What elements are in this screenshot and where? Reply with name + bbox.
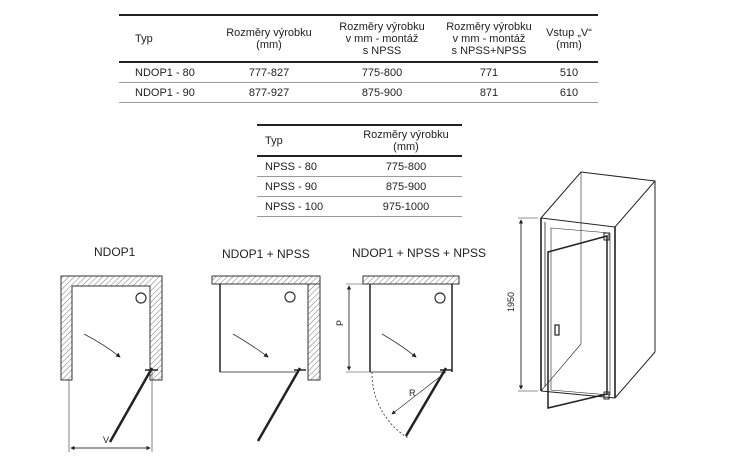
cell-entry: 610 [559,86,579,99]
col-header-npss-npss-text: Rozměry výrobku v mm - montáž s NPSS+NPS… [446,20,532,57]
cell-dimensions: 775-800 [385,160,427,173]
cell-type: NPSS - 80 [265,160,317,173]
diagram-ndop1-npss-npss: R P [335,275,460,439]
diagram-title-ndop1-npss: NDOP1 + NPSS [222,247,310,261]
table-row: NPSS - 100 975-1000 [257,197,462,217]
col-header-dimensions-text: Rozměry výrobku (mm) [363,128,449,153]
cell-npss: 875-900 [361,86,403,99]
table-row: NPSS - 80 775-800 [257,156,462,177]
table-row: NPSS - 90 875-900 [257,177,462,197]
npss-dimensions-table: Typ Rozměry výrobku (mm) NPSS - 80 775-8… [257,124,462,217]
cell-type: NPSS - 90 [265,180,317,193]
diagram-iso-enclosure [518,171,656,409]
door-panel [256,367,302,442]
dim-label-p: P [335,320,345,326]
diagram-title-ndop1: NDOP1 [94,245,136,259]
dim-line-r [391,371,447,415]
hinge-bottom [603,391,610,400]
top-wall [211,275,321,285]
col-header-npss-npss: Rozměry výrobku v mm - montáž s NPSS+NPS… [438,15,540,62]
cell-dimensions: 875-900 [385,180,427,193]
floor-front-edge [540,390,616,399]
right-wall [307,283,321,381]
cell-entry: 510 [559,66,579,79]
dim-label-r: R [409,388,416,398]
diagram-title-ndop1-npss-npss: NDOP1 + NPSS + NPSS [352,246,487,260]
col-header-type: Typ [135,32,153,45]
shower-head-icon [135,292,147,304]
col-header-entry-text: Vstup „V“ (mm) [546,26,592,51]
table-header-row: Typ Rozměry výrobku (mm) Rozměry výrobku… [119,15,598,62]
floor-right-edge [614,351,656,399]
cell-npss-npss: 771 [479,66,499,79]
top-wall [362,275,460,285]
table-row: NDOP1 - 80 777-827 775-800 771 510 [119,62,598,83]
swing-arrow-icon [232,333,269,358]
cell-type: NPSS - 100 [265,200,324,213]
swing-radius-arc [371,371,409,439]
diagram-ndop1-npss [211,275,321,442]
col-header-type: Typ [265,134,283,147]
col-header-npss-text: Rozměry výrobku v mm - montáž s NPSS [339,20,425,57]
swing-arrow-icon [83,333,121,358]
dim-label-height: 1950 [506,292,516,312]
shower-head-icon [284,291,296,303]
diagram-ndop1: V [60,275,163,452]
door-opening [550,227,611,396]
door-handle-icon [554,324,560,336]
hinge-top [603,232,610,241]
dim-label-v: V [103,435,109,445]
col-header-dimensions: Rozměry výrobku (mm) [350,125,462,156]
col-header-npss: Rozměry výrobku v mm - montáž s NPSS [326,15,438,62]
table-row: NDOP1 - 90 877-927 875-900 871 610 [119,83,598,103]
wall-outline [60,275,163,381]
top-outline [540,171,656,228]
open-door-panel [547,235,608,409]
cell-npss-npss: 871 [479,86,499,99]
cell-dimensions: 877-927 [248,86,290,99]
door-panel [404,367,448,437]
cell-type: NDOP1 - 90 [135,86,195,99]
cell-dimensions: 777-827 [248,66,290,79]
door-panel [108,367,154,443]
col-header-entry: Vstup „V“ (mm) [540,15,598,62]
swing-arrow-icon [381,333,417,358]
cell-npss: 775-800 [361,66,403,79]
table-header-row: Typ Rozměry výrobku (mm) [257,125,462,156]
cell-type: NDOP1 - 80 [135,66,195,79]
col-header-dimensions: Rozměry výrobku (mm) [226,26,312,51]
cell-dimensions: 975-1000 [382,200,430,213]
product-dimensions-table: Typ Rozměry výrobku (mm) Rozměry výrobku… [119,14,598,103]
shower-head-icon [434,292,446,304]
floor-left-edge [540,343,582,392]
